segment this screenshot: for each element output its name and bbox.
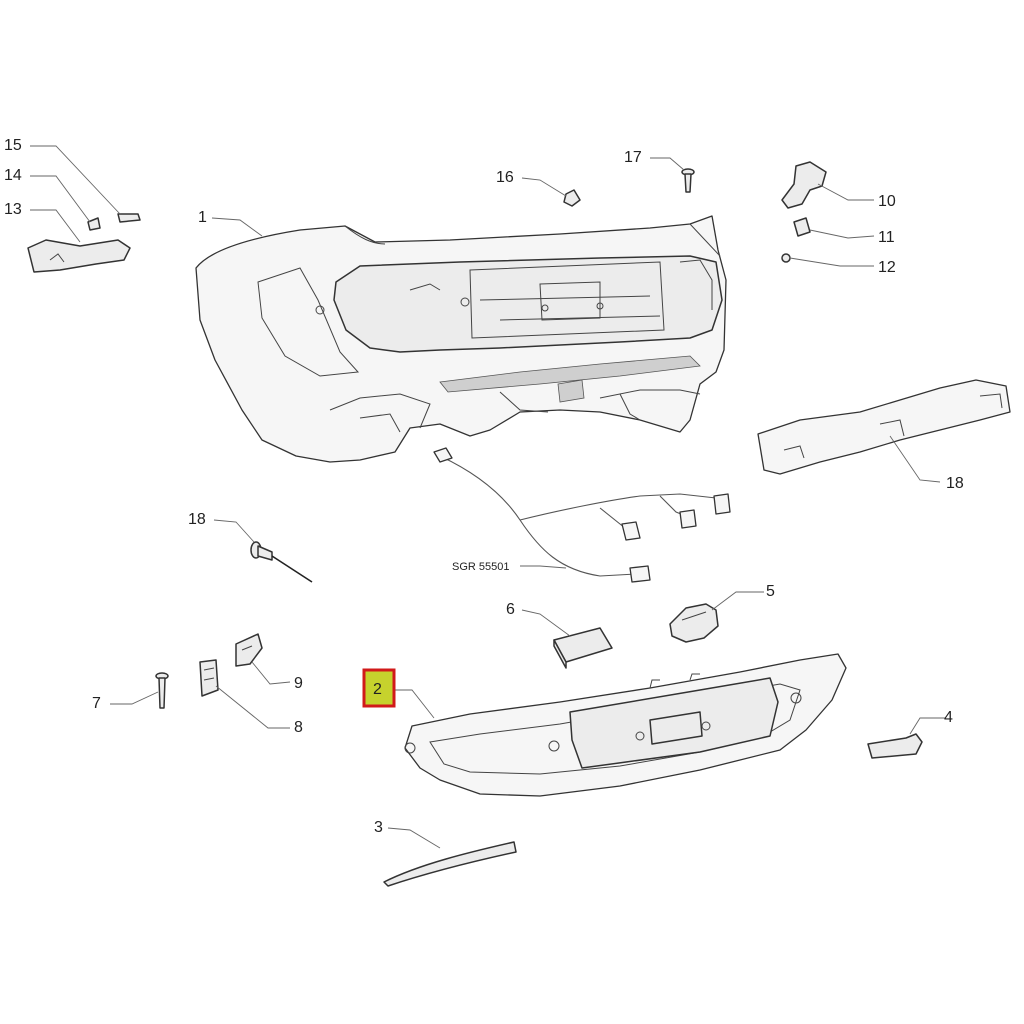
callout-7: 7	[92, 695, 101, 712]
callout-3: 3	[374, 819, 383, 836]
callout-10: 10	[878, 193, 896, 210]
small-clip[interactable]	[87, 217, 101, 231]
retainer-clip[interactable]	[563, 189, 581, 207]
plug-pin[interactable]	[117, 213, 141, 223]
reinforcement-bar[interactable]	[757, 379, 1011, 475]
side-bracket[interactable]	[27, 239, 131, 273]
lower-rear-panel[interactable]	[404, 653, 847, 797]
callout-11: 11	[878, 229, 895, 246]
callout-13: 13	[4, 201, 22, 218]
rivet[interactable]	[250, 541, 313, 583]
screw[interactable]	[155, 672, 169, 709]
small-screw[interactable]	[781, 253, 791, 263]
pad-block[interactable]	[553, 627, 613, 669]
callout-14: 14	[4, 167, 22, 184]
callout-15: 15	[4, 137, 22, 154]
leader-lines	[30, 145, 946, 849]
bracket-clip[interactable]	[199, 659, 219, 697]
support-bracket[interactable]	[781, 161, 827, 209]
callout-9: 9	[294, 675, 303, 692]
callout-1: 1	[198, 209, 207, 226]
callout-12: 12	[878, 259, 896, 276]
callout-5: 5	[766, 583, 775, 600]
callout-16: 16	[496, 169, 514, 186]
wiring-harness[interactable]	[433, 447, 731, 583]
trim-end-piece[interactable]	[867, 733, 923, 759]
clip-nut[interactable]	[793, 217, 811, 237]
rear-bumper-cover[interactable]	[195, 215, 727, 463]
callout-2[interactable]: 2	[373, 681, 382, 698]
highlight-box-part-2	[362, 668, 396, 708]
callout-8: 8	[294, 719, 303, 736]
mounting-bracket[interactable]	[235, 633, 263, 667]
bolt[interactable]	[681, 168, 695, 193]
callout-4: 4	[944, 709, 953, 726]
callout-6: 6	[506, 601, 515, 618]
trim-strip[interactable]	[383, 841, 517, 887]
callout-labels: 1 2 3 4 5 6 7 8 9 10 11 12 13 14 15 16 1…	[4, 137, 964, 836]
callout-18-upper: 18	[946, 475, 964, 492]
callout-18-lower: 18	[188, 511, 206, 528]
wiring-code-label: SGR 55501	[452, 561, 509, 573]
callout-17: 17	[624, 149, 642, 166]
reflector[interactable]	[669, 603, 719, 643]
